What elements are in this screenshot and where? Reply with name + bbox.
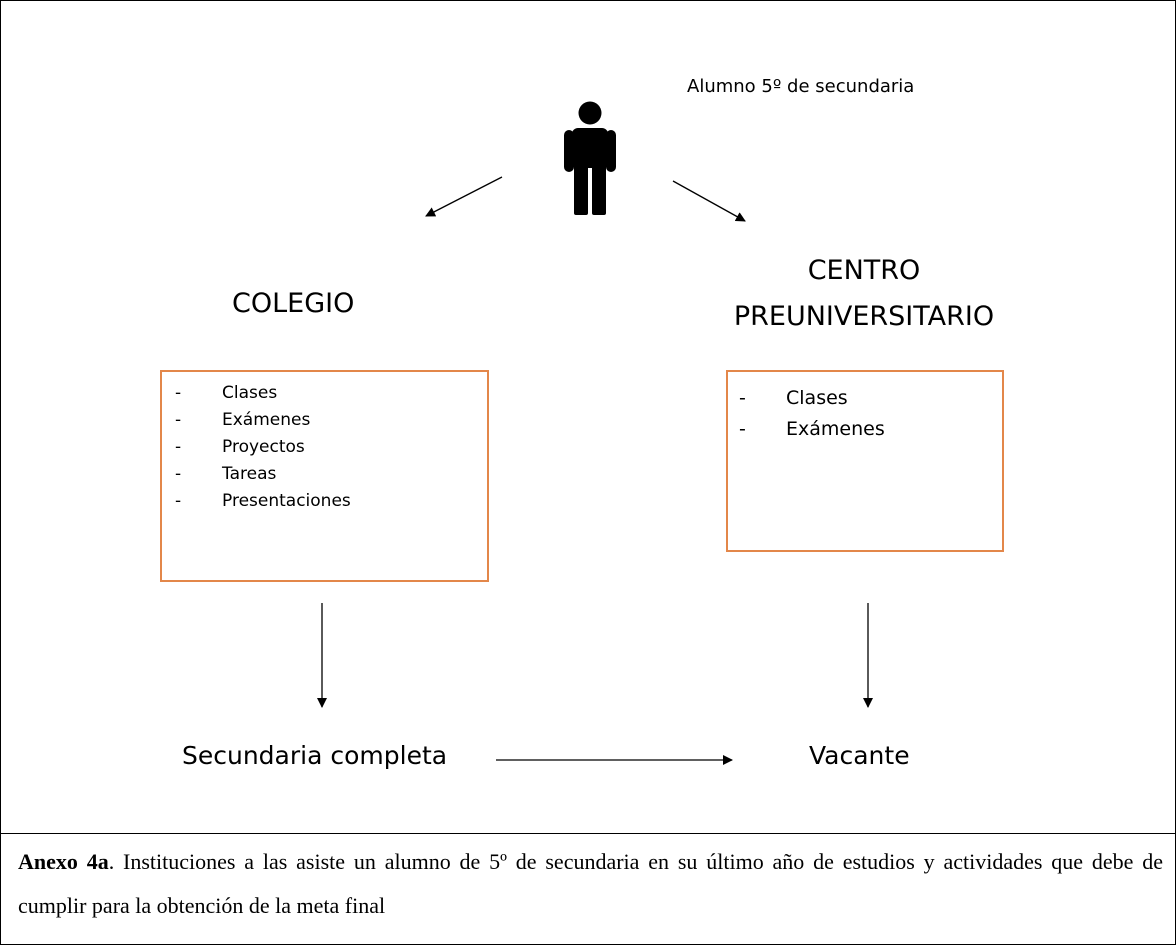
colegio-activities-list: - Clases - Exámenes - Proyectos - Tareas - Pr…: [175, 380, 351, 515]
activity-label: Clases: [786, 387, 848, 409]
centro-title-line-2: PREUNIVERSITARIO: [733, 301, 995, 332]
bullet-dash: -: [175, 437, 182, 457]
bullet-dash: -: [175, 383, 182, 403]
bullet-dash: -: [175, 410, 182, 430]
bullet-dash: -: [175, 491, 182, 511]
list-item: - Exámenes: [175, 407, 351, 434]
colegio-title: COLEGIO: [232, 288, 355, 319]
caption-divider: [0, 833, 1176, 834]
activity-label: Exámenes: [786, 418, 885, 440]
arrow-to-colegio: [425, 176, 503, 217]
arrows-layer: [317, 176, 873, 765]
centro-activities-box: [726, 370, 1004, 552]
activity-label: Proyectos: [222, 437, 305, 457]
arrow-to-centro: [672, 180, 746, 222]
list-item: - Presentaciones: [175, 488, 351, 515]
list-item: - Proyectos: [175, 434, 351, 461]
activity-label: Tareas: [222, 464, 277, 484]
caption-label: Anexo 4a: [18, 849, 109, 874]
list-item: - Clases: [175, 380, 351, 407]
secundaria-completa-label: Secundaria completa: [182, 741, 448, 770]
student-label: Alumno 5º de secundaria: [687, 76, 915, 97]
figure-caption: Anexo 4a. Instituciones a las asiste un …: [18, 840, 1163, 928]
vacante-label: Vacante: [809, 741, 910, 770]
centro-activities-list: - Clases - Exámenes: [739, 383, 885, 445]
person-icon: [564, 101, 616, 215]
list-item: - Tareas: [175, 461, 351, 488]
bullet-dash: -: [739, 387, 746, 409]
colegio-activities-box: [160, 370, 489, 582]
centro-title: CENTRO PREUNIVERSITARIO: [720, 248, 1008, 340]
activity-label: Presentaciones: [222, 491, 351, 511]
centro-title-line-1: CENTRO: [807, 255, 921, 286]
activity-label: Exámenes: [222, 410, 311, 430]
activity-label: Clases: [222, 383, 278, 403]
bullet-dash: -: [739, 418, 746, 440]
caption-text: . Instituciones a las asiste un alumno d…: [18, 849, 1163, 918]
list-item: - Clases: [739, 383, 885, 414]
list-item: - Exámenes: [739, 414, 885, 445]
bullet-dash: -: [175, 464, 182, 484]
